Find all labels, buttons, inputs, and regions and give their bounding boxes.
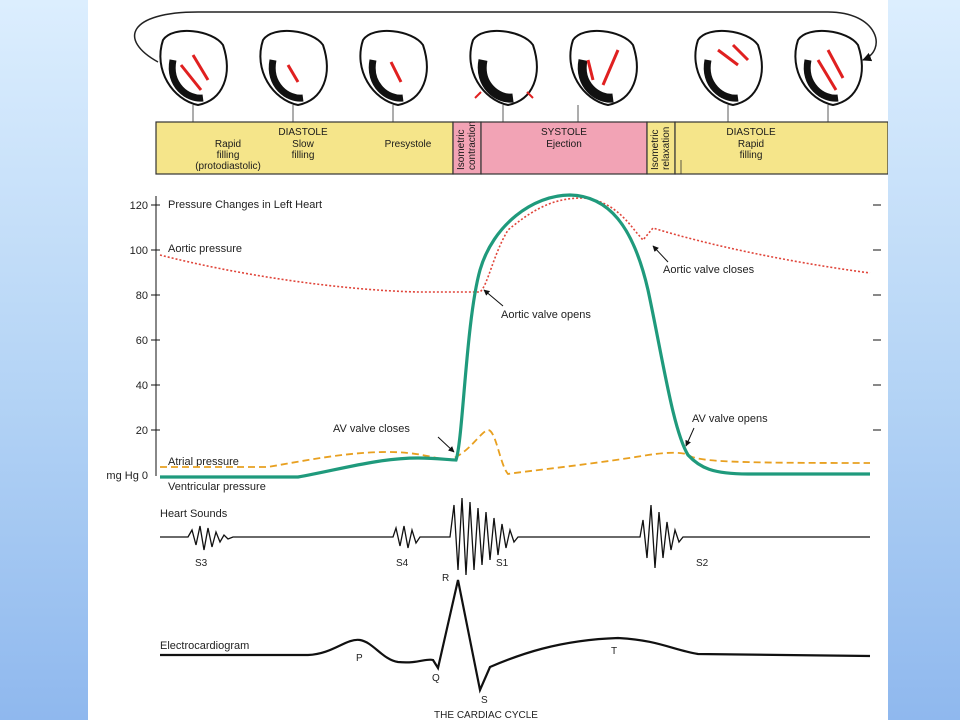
heart-icon-2	[259, 29, 328, 107]
ecg-waveform	[160, 579, 871, 694]
heart-sounds-waveform	[160, 497, 870, 576]
cycle-arrow	[133, 11, 877, 63]
slow-filling-line2: filling	[292, 150, 315, 161]
heart-icon-1	[159, 29, 228, 107]
diastole-right-title: DIASTOLE	[726, 127, 776, 138]
diastole-left-title: DIASTOLE	[278, 127, 328, 138]
heart-illustrations	[159, 29, 863, 122]
systole-title: SYSTOLE	[541, 127, 587, 138]
heart-sounds-trace: Heart Sounds S3 S4 S1 S2	[160, 497, 870, 576]
heart-icon-7	[794, 29, 863, 107]
phase-isometric-contraction	[452, 121, 482, 175]
ecg-wave-s: S	[481, 695, 488, 706]
isometric-contraction-line2: contraction	[467, 121, 478, 170]
heart-sounds-title: Heart Sounds	[160, 508, 228, 520]
isometric-relaxation-line2: relaxation	[661, 127, 672, 170]
pressure-chart: 120 100 80 60 40 20 mg Hg 0 Pressure Cha…	[106, 193, 881, 493]
rapid-filling-right-line2: filling	[740, 150, 763, 161]
ecg-wave-q: Q	[432, 673, 440, 684]
ventricular-pressure-curve	[160, 193, 870, 479]
rapid-filling-line3: (protodiastolic)	[195, 161, 261, 172]
rapid-filling-line1: Rapid	[215, 139, 241, 150]
aortic-valve-opens-label: Aortic valve opens	[501, 309, 591, 321]
y-tick-100: 100	[130, 245, 148, 257]
aortic-valve-opens-arrow	[483, 289, 504, 307]
atrial-pressure-curve	[160, 429, 871, 475]
ecg-trace: Electrocardiogram P Q R S T	[160, 573, 871, 706]
y-axis-ticks	[151, 204, 160, 431]
isometric-contraction-line1: Isometric	[456, 129, 467, 170]
sound-s3-label: S3	[195, 558, 208, 569]
y-tick-80: 80	[136, 290, 148, 302]
aortic-pressure-label: Aortic pressure	[168, 243, 242, 255]
aortic-valve-closes-label: Aortic valve closes	[663, 264, 755, 276]
heart-icon-6	[694, 29, 763, 107]
isometric-relaxation-line1: Isometric	[650, 129, 661, 170]
av-valve-opens-arrow	[685, 427, 695, 447]
ventricular-pressure-label: Ventricular pressure	[168, 481, 266, 493]
figure-caption: THE CARDIAC CYCLE	[434, 710, 538, 720]
ecg-title: Electrocardiogram	[160, 640, 249, 652]
av-valve-closes-arrow	[437, 436, 455, 453]
cardiac-cycle-figure: DIASTOLE Rapid filling (protodiastolic) …	[106, 11, 888, 720]
ecg-wave-r: R	[442, 573, 449, 584]
y-tick-40: 40	[136, 380, 148, 392]
rapid-filling-line2: filling	[217, 150, 240, 161]
aortic-pressure-curve	[159, 197, 871, 293]
y-tick-20: 20	[136, 425, 148, 437]
ecg-wave-p: P	[356, 653, 363, 664]
atrial-pressure-label: Atrial pressure	[168, 456, 239, 468]
right-ticks	[873, 204, 881, 431]
av-valve-opens-label: AV valve opens	[692, 413, 768, 425]
ejection-label: Ejection	[546, 139, 582, 150]
sound-s2-label: S2	[696, 558, 709, 569]
heart-icon-5	[569, 29, 638, 107]
phase-systole	[480, 121, 648, 175]
aortic-valve-closes-arrow	[652, 245, 669, 263]
phase-diastole-right	[674, 121, 888, 175]
ecg-wave-t: T	[611, 646, 617, 657]
presystole-label: Presystole	[385, 139, 432, 150]
y-tick-120: 120	[130, 200, 148, 212]
heart-icon-4	[469, 29, 538, 107]
diagram-panel: DIASTOLE Rapid filling (protodiastolic) …	[88, 0, 888, 720]
rapid-filling-right-line1: Rapid	[738, 139, 764, 150]
pressure-chart-title: Pressure Changes in Left Heart	[168, 199, 322, 211]
slow-filling-line1: Slow	[292, 139, 314, 150]
heart-icon-3	[359, 29, 428, 107]
phase-band: DIASTOLE Rapid filling (protodiastolic) …	[155, 121, 888, 175]
sound-s4-label: S4	[396, 558, 409, 569]
y-unit-label: mg Hg 0	[106, 470, 148, 482]
sound-s1-label: S1	[496, 558, 509, 569]
av-valve-closes-label: AV valve closes	[333, 423, 410, 435]
y-tick-60: 60	[136, 335, 148, 347]
